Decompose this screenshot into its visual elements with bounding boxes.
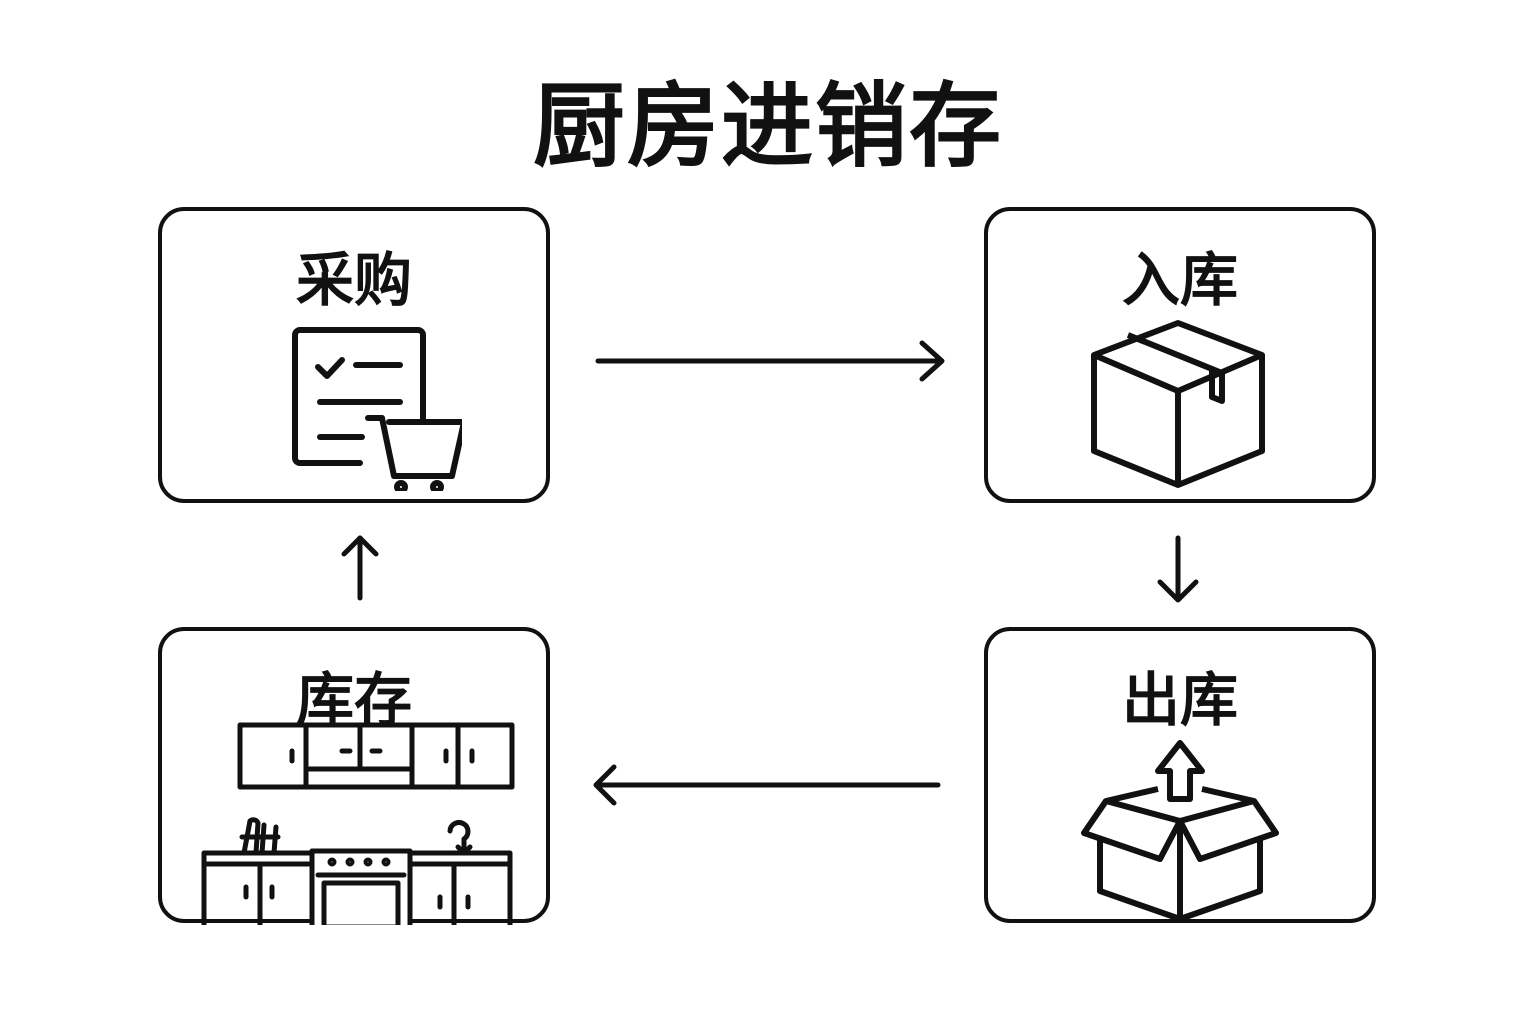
arrow-purchase-to-inbound xyxy=(595,340,945,382)
arrow-stock-to-purchase xyxy=(341,535,379,601)
node-inbound: 入库 xyxy=(984,207,1376,503)
node-outbound-label: 出库 xyxy=(1121,666,1238,734)
open-box-arrow-up-icon xyxy=(1081,740,1279,921)
diagram-title: 厨房进销存 xyxy=(532,73,1003,180)
node-stock: 库存 xyxy=(158,627,550,925)
node-inbound-label: 入库 xyxy=(1121,246,1238,314)
arrow-inbound-to-outbound xyxy=(1157,535,1199,603)
closed-box-icon xyxy=(1091,320,1265,488)
node-purchase: 采购 xyxy=(158,207,550,503)
kitchen-cabinets-icon xyxy=(201,722,515,925)
arrow-outbound-to-stock xyxy=(593,764,941,806)
node-purchase-label: 采购 xyxy=(295,246,412,314)
shopping-list-cart-icon xyxy=(292,327,462,491)
node-outbound: 出库 xyxy=(984,627,1376,923)
